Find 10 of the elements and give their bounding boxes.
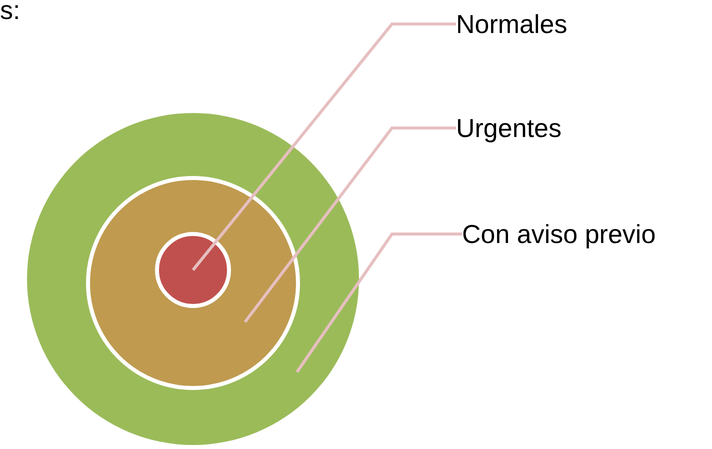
ring-label: Urgentes bbox=[456, 112, 562, 144]
leader-line bbox=[244, 126, 456, 323]
ring-label: Con aviso previo bbox=[462, 218, 656, 250]
leader-line bbox=[296, 232, 462, 373]
ring-label: Normales bbox=[456, 8, 568, 40]
leader-line bbox=[192, 22, 456, 271]
inner-circle bbox=[155, 232, 231, 308]
middle-ring bbox=[86, 176, 300, 390]
heading-fragment: s: bbox=[0, 0, 20, 26]
outer-ring bbox=[25, 111, 361, 447]
